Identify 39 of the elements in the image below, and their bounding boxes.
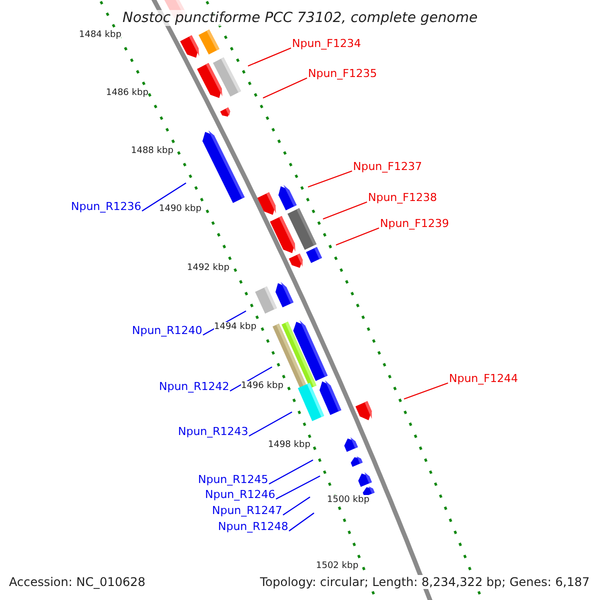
gene-label: Npun_R1236 bbox=[71, 200, 142, 212]
leader-line bbox=[262, 78, 308, 98]
scale-label: 1496 kbp bbox=[241, 380, 284, 392]
leader-line bbox=[142, 182, 186, 212]
gene-label: Npun_F1239 bbox=[380, 216, 449, 230]
gene-label: Npun_F1235 bbox=[308, 66, 377, 80]
gene-label: Npun_R1242 bbox=[159, 380, 230, 392]
gene-label: Npun_R1248 bbox=[218, 520, 288, 532]
leader-line bbox=[322, 201, 368, 220]
scale-label: 1490 kbp bbox=[159, 204, 202, 214]
leader-line bbox=[308, 170, 352, 188]
scale-label: 1484 kbp bbox=[79, 30, 122, 40]
leader-line bbox=[282, 496, 310, 516]
gene-label: Npun_R1243 bbox=[178, 424, 248, 438]
leader-line bbox=[336, 227, 380, 246]
scale-label: 1494 kbp bbox=[214, 322, 256, 332]
scale-label: 1486 kbp bbox=[106, 88, 148, 98]
scale-label: 1498 kbp bbox=[268, 440, 310, 450]
scale-label: 1488 kbp bbox=[131, 146, 174, 156]
scale-label: 1500 kbp bbox=[327, 494, 370, 506]
leader-line bbox=[276, 476, 320, 500]
gene-label: Npun_R1246 bbox=[205, 488, 276, 500]
scale-label: 1502 kbp bbox=[316, 560, 358, 572]
leader-line bbox=[248, 412, 292, 436]
leader-line bbox=[288, 512, 314, 532]
leader-line bbox=[268, 460, 314, 484]
leader-line bbox=[404, 382, 448, 400]
gene-label: Npun_R1240 bbox=[132, 324, 202, 336]
leader-line bbox=[248, 48, 292, 66]
gene-label: Npun_R1247 bbox=[212, 504, 282, 516]
gene-label: Npun_F1238 bbox=[368, 190, 437, 204]
gene-label: Npun_F1237 bbox=[353, 160, 422, 172]
gene-label: Npun_F1244 bbox=[449, 372, 518, 384]
leader-line bbox=[230, 366, 272, 392]
gene-label: Npun_R1245 bbox=[198, 472, 268, 486]
scale-label: 1492 kbp bbox=[187, 262, 230, 274]
topology-text: Topology: circular; Length: 8,234,322 bp; Genes: 6,187 bbox=[260, 575, 590, 589]
gene-label: Npun_F1234 bbox=[292, 36, 361, 50]
accession-text: Accession: NC_010628 bbox=[9, 575, 146, 589]
